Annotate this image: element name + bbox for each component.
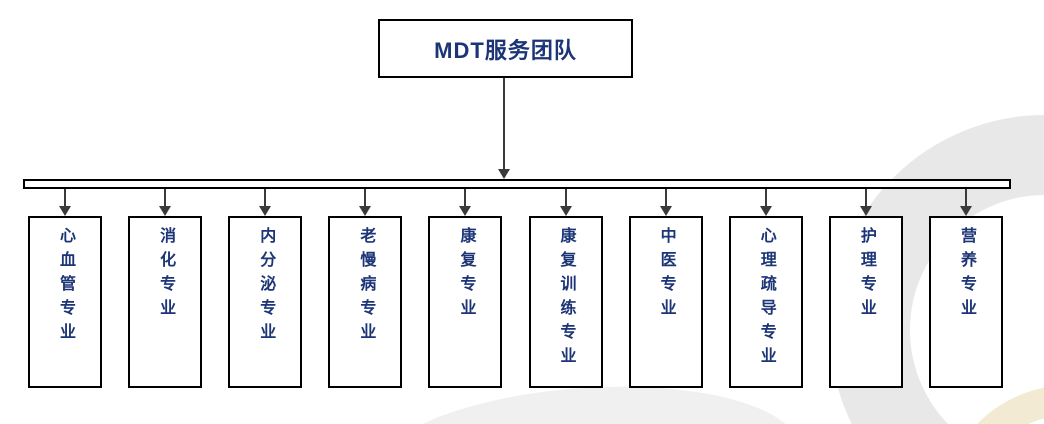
root-node: MDT服务团队 — [378, 19, 633, 78]
branch-node-label: 康复训练专业 — [557, 227, 575, 371]
background-cream-arc-watermark — [940, 385, 1044, 424]
branch-column: 康复训练专业 — [528, 189, 603, 388]
branch-column: 内分泌专业 — [228, 189, 303, 388]
root-node-label: MDT服务团队 — [434, 37, 577, 63]
branch-connector-arrow — [959, 189, 973, 216]
branch-node-label: 心血管专业 — [57, 227, 74, 347]
branch-node-label: 心理疏导专业 — [757, 227, 775, 371]
arrow-stem — [864, 189, 867, 206]
branch-column: 心理疏导专业 — [728, 189, 803, 388]
branch-connector-arrow — [659, 189, 673, 216]
branch-column: 消化专业 — [128, 189, 203, 388]
branch-columns: 心血管专业 消化专业 内分泌专业 老慢病专业 — [28, 189, 1003, 388]
arrow-stem — [964, 189, 967, 206]
arrow-head-icon — [559, 206, 572, 216]
branch-node: 心理疏导专业 — [728, 216, 803, 388]
arrow-head-icon — [259, 206, 272, 216]
branch-column: 老慢病专业 — [328, 189, 403, 388]
arrow-stem — [564, 189, 567, 206]
arrow-head-icon — [159, 206, 172, 216]
branch-column: 中医专业 — [628, 189, 703, 388]
arrow-stem — [503, 78, 505, 169]
branch-connector-arrow — [759, 189, 773, 216]
branch-column: 心血管专业 — [28, 189, 102, 388]
branch-connector-arrow — [58, 189, 72, 216]
arrow-head-icon — [659, 206, 672, 216]
branch-node: 康复训练专业 — [528, 216, 603, 388]
branch-node: 营养专业 — [928, 216, 1003, 388]
branch-node: 护理专业 — [828, 216, 903, 388]
arrow-stem — [364, 189, 367, 206]
arrow-head-icon — [859, 206, 872, 216]
branch-connector-arrow — [358, 189, 372, 216]
branch-node: 内分泌专业 — [228, 216, 303, 388]
root-connector-arrow — [497, 78, 511, 179]
arrow-head-icon — [359, 206, 372, 216]
branch-connector-arrow — [258, 189, 272, 216]
branch-node: 康复专业 — [428, 216, 503, 388]
branch-node-label: 中医专业 — [657, 227, 675, 323]
branch-node-label: 消化专业 — [157, 227, 175, 323]
branch-column: 营养专业 — [928, 189, 1003, 388]
branch-node: 老慢病专业 — [328, 216, 403, 388]
branch-node-label: 护理专业 — [857, 227, 875, 323]
branch-node: 心血管专业 — [28, 216, 102, 388]
branch-column: 康复专业 — [428, 189, 503, 388]
arrow-head-icon — [959, 206, 972, 216]
branch-connector-arrow — [859, 189, 873, 216]
branch-connector-arrow — [158, 189, 172, 216]
arrow-head-icon — [759, 206, 772, 216]
branch-node-label: 内分泌专业 — [257, 227, 275, 347]
branch-node: 中医专业 — [628, 216, 703, 388]
branch-node-label: 营养专业 — [957, 227, 975, 323]
connector-bar — [23, 179, 1011, 189]
arrow-head-icon — [498, 169, 510, 179]
branch-connector-arrow — [458, 189, 472, 216]
branch-node: 消化专业 — [128, 216, 203, 388]
branch-node-label: 康复专业 — [457, 227, 475, 323]
arrow-stem — [164, 189, 167, 206]
branch-column: 护理专业 — [828, 189, 903, 388]
arrow-head-icon — [59, 206, 71, 216]
arrow-stem — [264, 189, 267, 206]
branch-connector-arrow — [559, 189, 573, 216]
branch-node-label: 老慢病专业 — [357, 227, 375, 347]
arrow-stem — [764, 189, 767, 206]
arrow-stem — [64, 189, 66, 206]
arrow-stem — [464, 189, 467, 206]
arrow-head-icon — [459, 206, 472, 216]
arrow-stem — [664, 189, 667, 206]
